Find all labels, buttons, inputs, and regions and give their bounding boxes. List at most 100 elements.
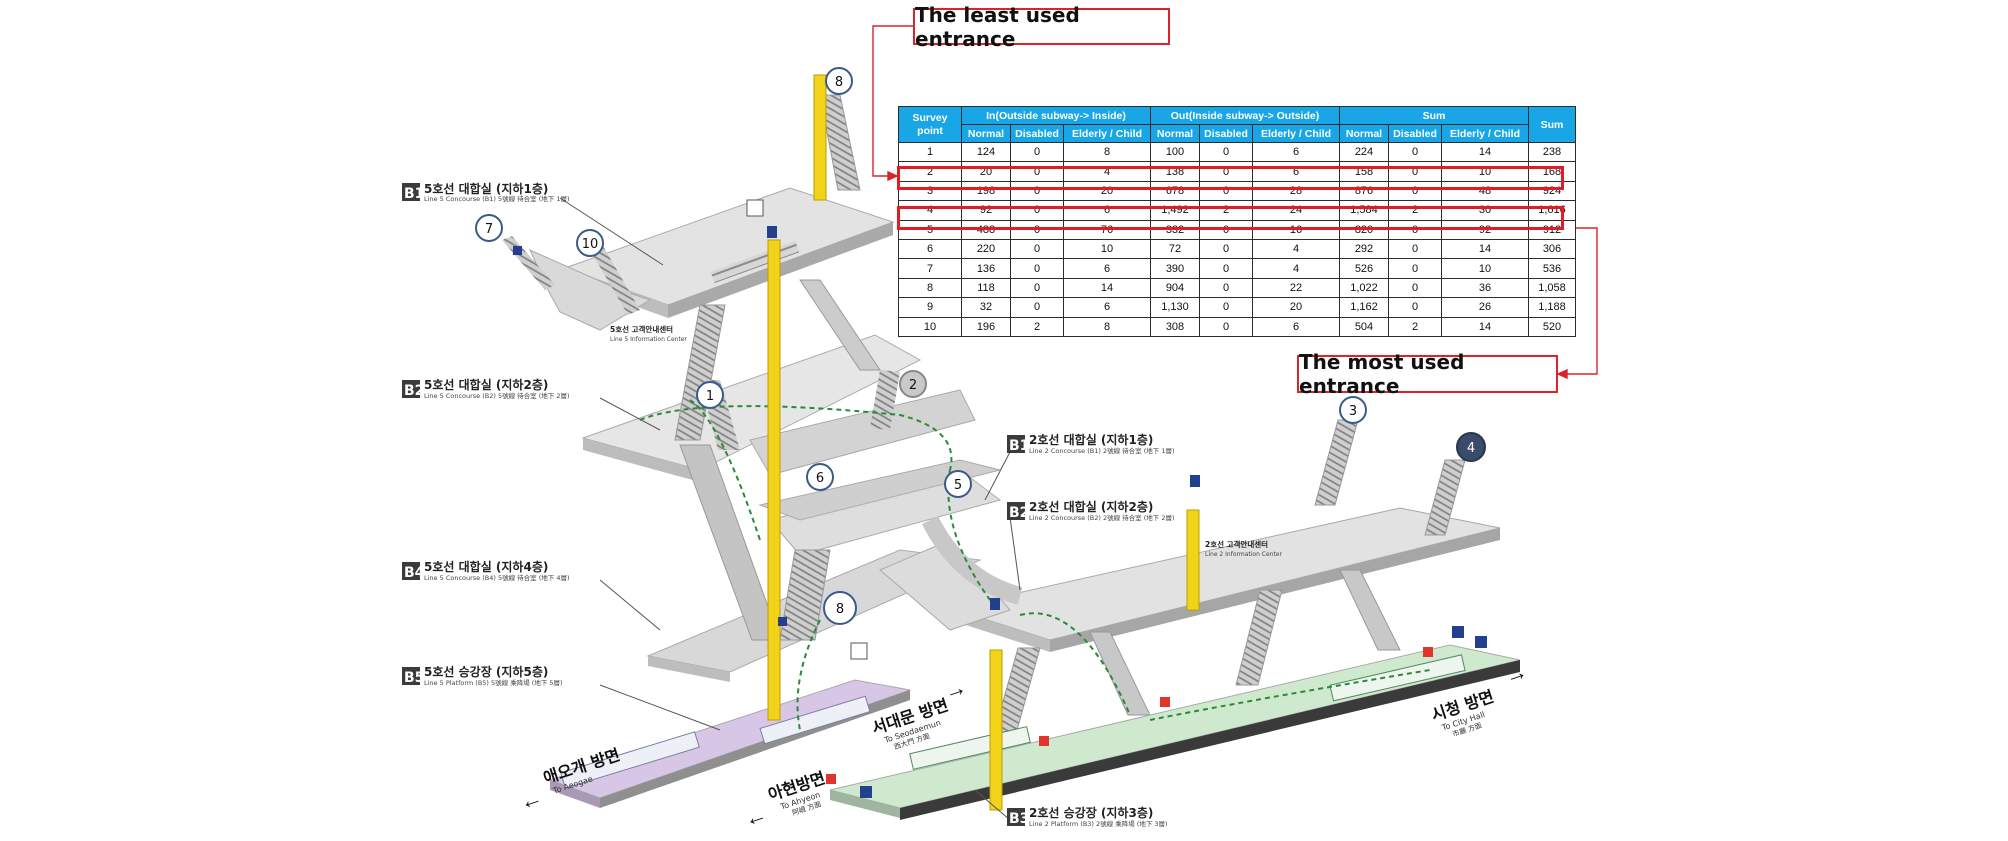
table-cell: 8: [1063, 316, 1151, 337]
table-cell: 0: [1199, 238, 1253, 260]
exit-runner-icon: [1452, 626, 1464, 638]
table-cell: 16: [1252, 219, 1340, 240]
emergency-icon: [1039, 736, 1049, 746]
level-title: 5호선 대합실 (지하1층): [424, 181, 548, 196]
table-cell: 292: [1339, 238, 1389, 260]
table-cell: 5: [898, 219, 962, 240]
table-cell: 20: [1063, 180, 1151, 202]
table-cell: 30: [1441, 200, 1529, 221]
direction-aeogae: ← 애오개 방면 To Aeogae: [517, 745, 623, 815]
table-cell: 0: [1010, 180, 1064, 202]
table-cell: 0: [1199, 219, 1253, 240]
table-cell: 0: [1388, 161, 1442, 182]
table-cell: 912: [1528, 219, 1576, 240]
table-cell: 10: [1441, 161, 1529, 182]
table-cell: 138: [1150, 161, 1200, 182]
survey-table: Survey point In(Outside subway-> Inside)…: [898, 106, 1576, 337]
entrance-marker-7: 7: [475, 214, 503, 242]
direction-seodaemun: 서대문 방면 To Seodaemun 西大門 方面 →: [869, 674, 969, 751]
level-b5-line5: B5 5호선 승강장 (지하5층) Line 5 Platform (B5) 5…: [402, 664, 563, 687]
table-subheader-row: Normal Disabled Elderly / Child Normal D…: [899, 124, 1576, 143]
table-cell: 2: [898, 161, 962, 182]
entrance-number: 2: [909, 378, 917, 393]
entrance-number: 3: [1349, 404, 1357, 419]
level-title: 5호선 승강장 (지하5층): [424, 664, 548, 679]
callout-connector-least: [872, 25, 913, 182]
direction-arrow-icon: ←: [741, 801, 770, 832]
table-cell: 72: [1150, 238, 1200, 260]
callout-least-used-text: The least used entrance: [915, 2, 1080, 51]
level-badge: [402, 183, 420, 201]
table-cell: 220: [961, 238, 1011, 260]
level-b4-line5: B4 5호선 대합실 (지하4층) Line 5 Concourse (B4) …: [402, 559, 570, 582]
table-cell: 6: [1252, 316, 1340, 337]
table-cell: 2: [1010, 316, 1064, 337]
entrance-marker-2: 2: [899, 370, 927, 398]
header-sum: Sum: [1339, 106, 1529, 125]
table-header-row: Survey point In(Outside subway-> Inside)…: [898, 106, 1576, 143]
table-cell: 0: [1388, 258, 1442, 279]
table-cell: 7: [898, 258, 962, 279]
level-subtitle: Line 2 Platform (B3) 2號線 乘降場 (地下 3層): [1029, 819, 1168, 828]
entrance-marker-6: 6: [806, 463, 834, 491]
info-center-line5: 5호선 고객안내센터 Line 5 Information Center: [610, 324, 688, 343]
table-cell: 526: [1339, 258, 1389, 279]
entrance-number: 5: [954, 478, 962, 493]
table-cell: 198: [961, 180, 1011, 202]
table-cell: 196: [961, 316, 1011, 337]
level-badge-text: B4: [404, 565, 425, 581]
table-cell: 0: [1199, 316, 1253, 337]
table-cell: 6: [1063, 297, 1151, 318]
entrance-marker-1: 1: [696, 381, 724, 409]
level-b2-line5: B2 5호선 대합실 (지하2층) Line 5 Concourse (B2) …: [402, 377, 570, 400]
table-cell: 118: [961, 277, 1011, 299]
table-cell: 1,058: [1528, 277, 1576, 299]
stair-entrance-4: [1424, 459, 1466, 536]
table-cell: 678: [1150, 180, 1200, 202]
level-badge-text: B3: [1009, 811, 1029, 827]
table-cell: 92: [1441, 219, 1529, 240]
stair-b1-b2-right: [799, 279, 881, 371]
table-cell: 2: [1199, 200, 1253, 221]
table-cell: 0: [1388, 219, 1442, 240]
level-badge: [402, 380, 420, 398]
table-cell: 14: [1441, 316, 1529, 337]
restroom-icon: [850, 642, 868, 660]
level-title: 5호선 대합실 (지하4층): [424, 559, 548, 574]
table-cell: 306: [1528, 238, 1576, 260]
entrance-marker-5: 5: [944, 470, 972, 498]
table-cell: 4: [1252, 238, 1340, 260]
table-cell: 6: [1063, 258, 1151, 279]
table-cell: 820: [1339, 219, 1389, 240]
passenger-path: [639, 399, 1431, 731]
table-cell: 14: [1441, 238, 1529, 260]
subheader-elderly: Elderly / Child: [1252, 124, 1340, 143]
table-cell: 924: [1528, 180, 1576, 202]
callout-least-used: The least used entrance: [913, 3, 1170, 51]
elevator-icon: [990, 598, 1000, 610]
level-subtitle: Line 2 Concourse (B2) 2號線 待合室 (地下 2層): [1029, 513, 1175, 522]
direction-arrow-icon: ←: [517, 784, 546, 815]
table-cell: 0: [1010, 219, 1064, 240]
info-center-line2: 2호선 고객안내센터 Line 2 Information Center: [1205, 539, 1283, 558]
stair-l2-4: [1339, 569, 1401, 651]
table-cell: 28: [1252, 180, 1340, 202]
table-cell: 6: [1063, 200, 1151, 221]
elevator-icon: [767, 226, 777, 238]
table-cell: 4: [1063, 161, 1151, 182]
subheader-normal: Normal: [1150, 124, 1200, 143]
table-cell: 48: [1441, 180, 1529, 202]
subheader-elderly: Elderly / Child: [1063, 124, 1151, 143]
entrance-number: 6: [816, 471, 824, 486]
table-cell: 6: [898, 238, 962, 260]
table-cell: 6: [1252, 161, 1340, 182]
subheader-normal: Normal: [961, 124, 1011, 143]
level-badge: [402, 667, 420, 685]
level-b1-line5: B1 5호선 대합실 (지하1층) Line 5 Concourse (B1) …: [402, 181, 570, 203]
table-cell: 0: [1388, 277, 1442, 299]
